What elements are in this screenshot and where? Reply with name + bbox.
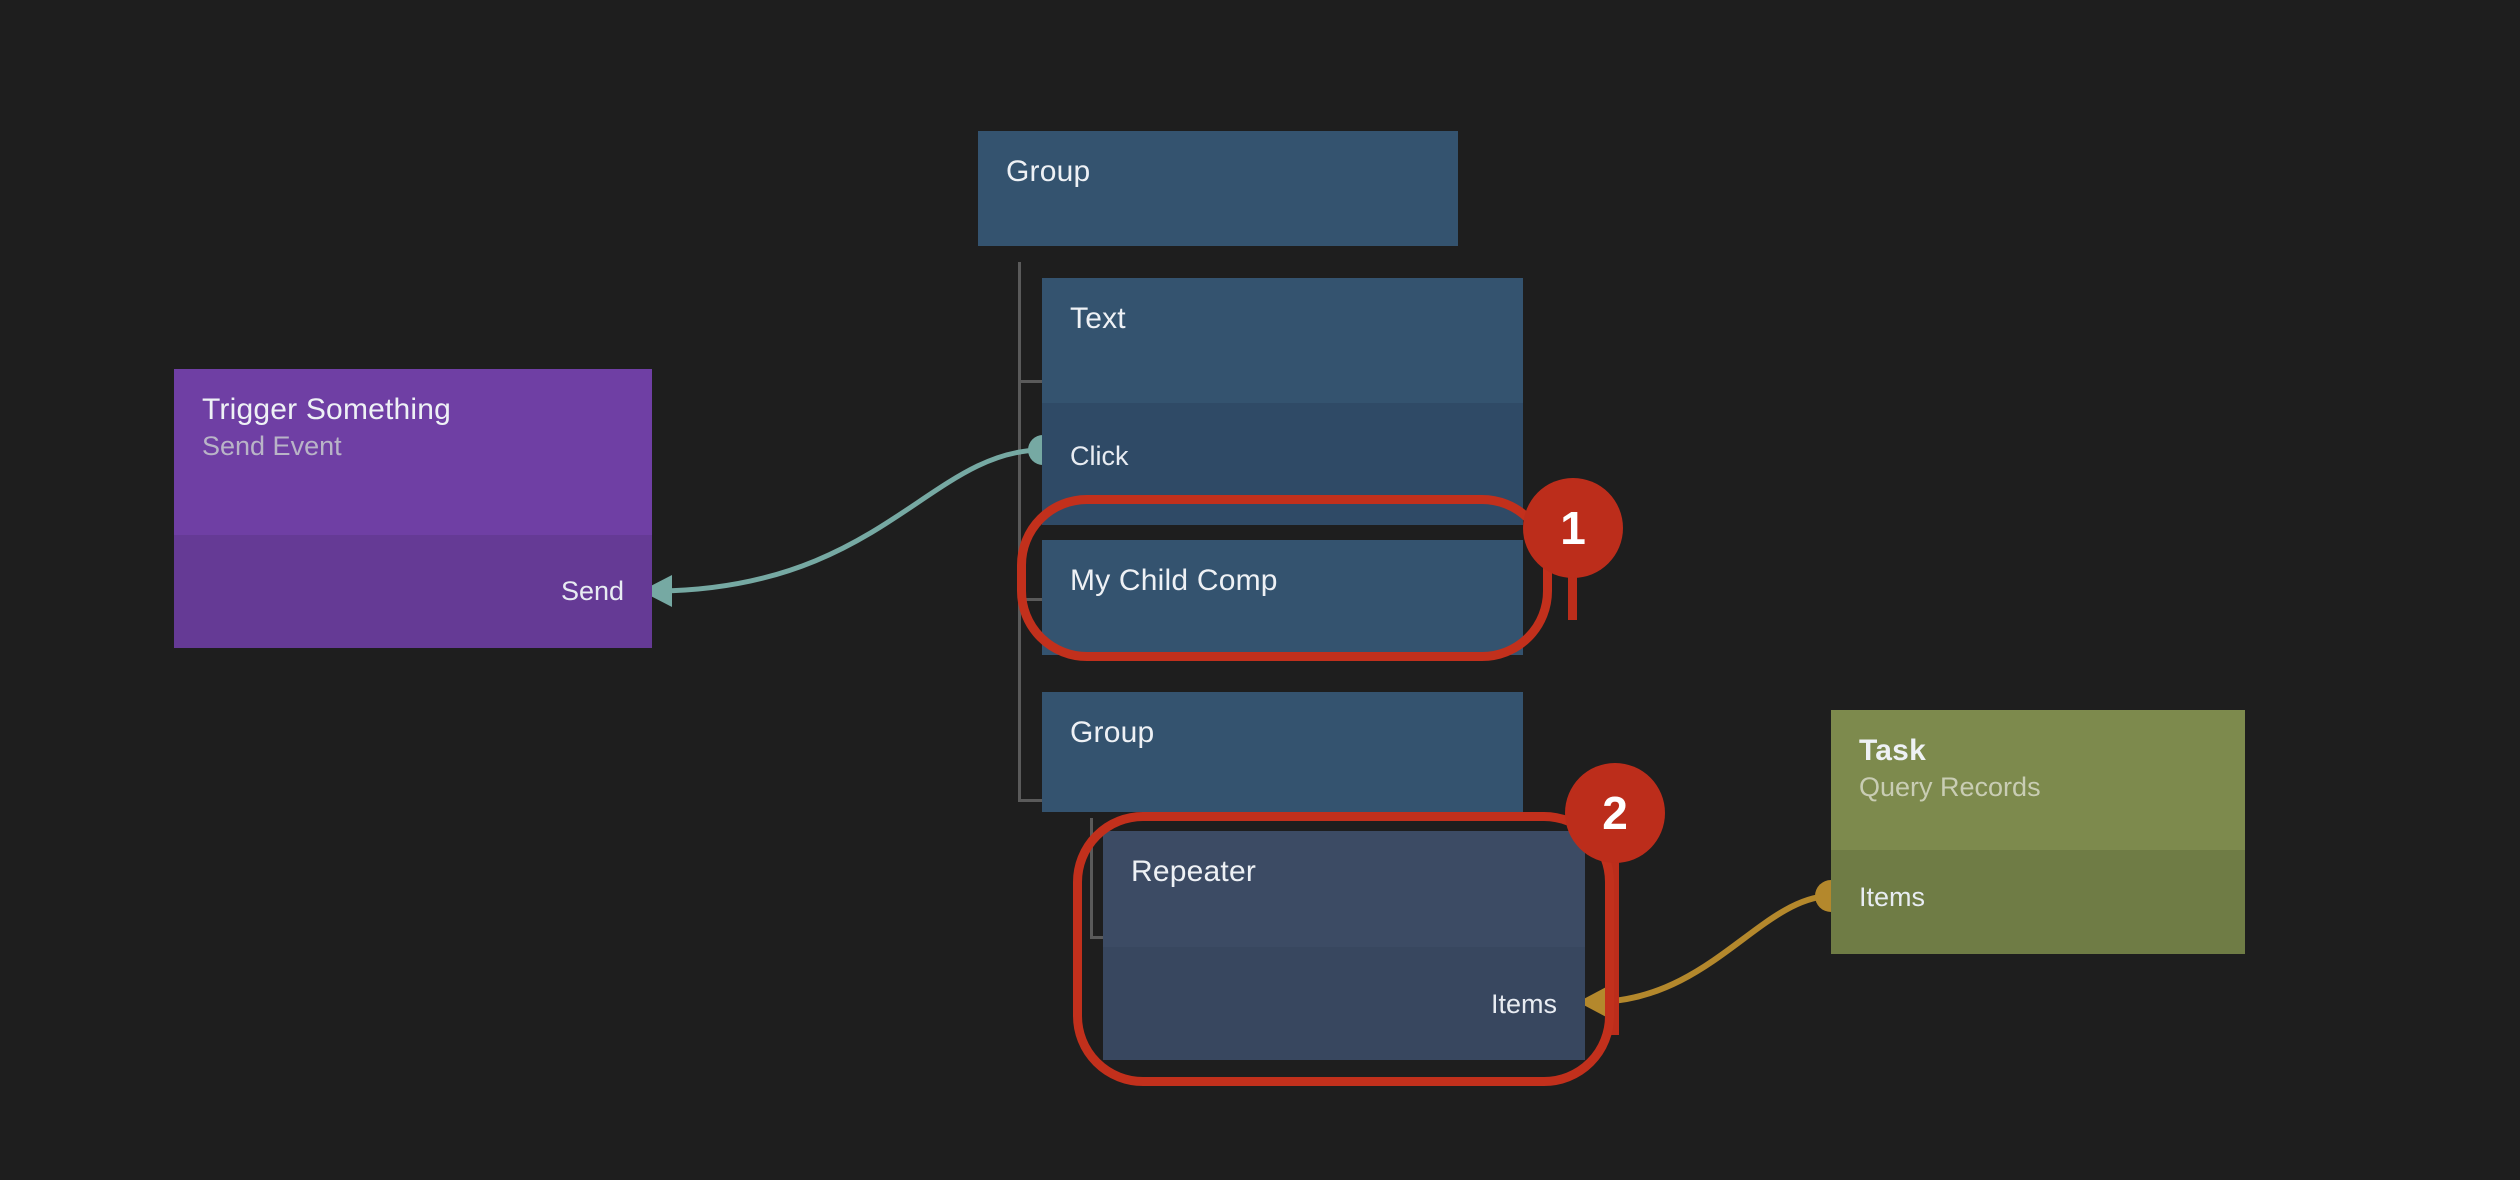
annotation-ring-2 [1073, 812, 1614, 1086]
text-node-header: Text [1042, 278, 1523, 403]
trigger-body: Send [174, 535, 652, 648]
trigger-title: Trigger Something [202, 393, 452, 426]
tree-branch-group-child [1018, 799, 1042, 802]
my-child-comp-header: My Child Comp [1042, 540, 1523, 600]
group-child-header: Group [1042, 692, 1523, 752]
trigger-something-node[interactable]: Trigger Something Send Event Send [174, 369, 652, 648]
text-node-body: Click [1042, 403, 1523, 525]
task-title: Task [1859, 734, 1926, 767]
badge-2-stem [1610, 805, 1619, 1035]
port-repeater-items-label[interactable]: Items [1490, 989, 1557, 1019]
group-root-header: Group [978, 131, 1458, 191]
port-send-label[interactable]: Send [560, 576, 624, 606]
task-header: Task Query Records [1831, 710, 2245, 850]
link-click-to-send [659, 447, 1041, 594]
port-click-label[interactable]: Click [1070, 441, 1129, 471]
tree-branch-text [1018, 380, 1042, 383]
repeater-header: Repeater [1103, 831, 1585, 947]
annotation-badge-1-number: 1 [1560, 502, 1586, 554]
group-root-title: Group [1006, 155, 1091, 188]
task-subtitle: Query Records [1859, 772, 2041, 802]
link-items-to-items [1599, 893, 1829, 1005]
task-node[interactable]: Task Query Records Items [1831, 710, 2245, 954]
annotation-badge-2-number: 2 [1602, 787, 1628, 839]
my-child-comp-node[interactable]: My Child Comp [1042, 540, 1523, 655]
tree-trunk-line [1018, 262, 1021, 802]
tree-branch-repeater [1090, 936, 1114, 939]
repeater-node[interactable]: Repeater Items [1103, 831, 1585, 1060]
trigger-header: Trigger Something Send Event [174, 369, 652, 535]
group-root-node[interactable]: Group [978, 131, 1458, 246]
annotation-badge-2: 2 [1565, 763, 1665, 863]
port-task-items-label[interactable]: Items [1859, 882, 1926, 912]
annotation-badge-1: 1 [1523, 478, 1623, 578]
repeater-body: Items [1103, 947, 1585, 1060]
repeater-title: Repeater [1131, 855, 1257, 888]
group-child-node[interactable]: Group [1042, 692, 1523, 812]
group-child-title: Group [1070, 716, 1155, 749]
text-node[interactable]: Text Click [1042, 278, 1523, 525]
task-body: Items [1831, 850, 2245, 954]
text-node-title: Text [1070, 302, 1126, 335]
annotation-ring-1 [1017, 495, 1552, 661]
my-child-comp-title: My Child Comp [1070, 564, 1278, 597]
trigger-subtitle: Send Event [202, 431, 342, 461]
